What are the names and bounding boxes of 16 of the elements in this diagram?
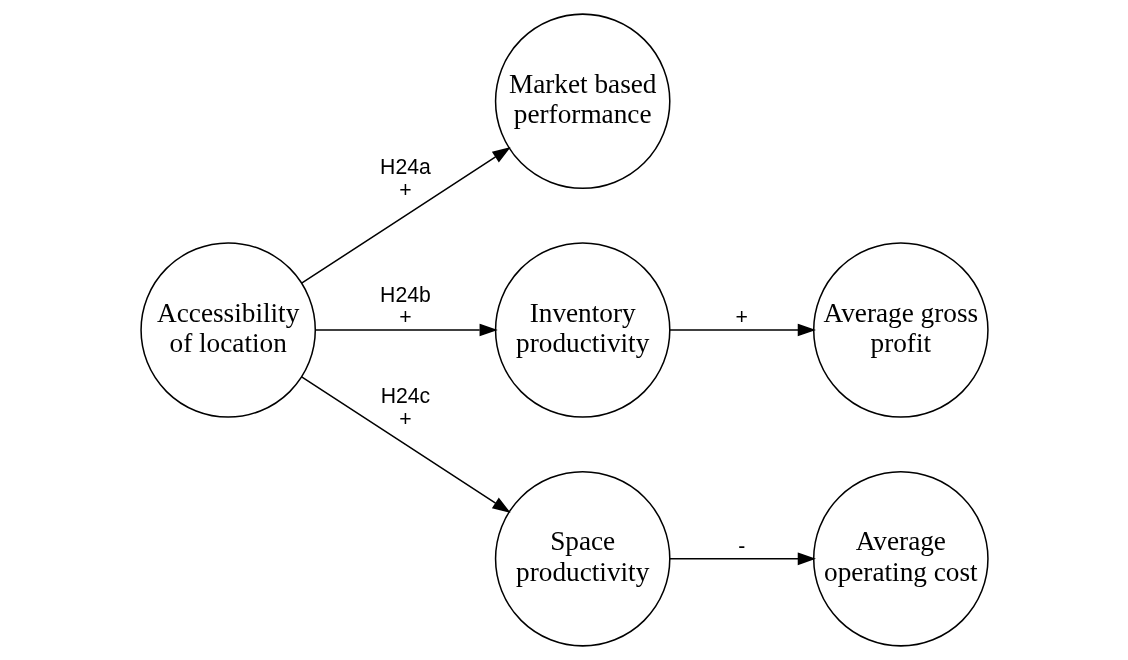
node-circle: Average gross profit	[812, 242, 989, 418]
arrow	[668, 552, 816, 566]
arrow	[300, 376, 511, 513]
edge-label: H24a +	[379, 155, 431, 201]
edge-label: +	[735, 305, 748, 329]
node-circle: Inventory productivity	[494, 242, 671, 418]
arrow	[668, 323, 816, 337]
node-circle: Space productivity	[494, 470, 671, 647]
arrow	[314, 323, 498, 337]
node-circle: Market based performance	[494, 13, 671, 190]
edge-label: H24b +	[379, 282, 431, 329]
edge-label: H24c +	[380, 384, 430, 430]
node-circle: Accessibility of location	[139, 242, 316, 418]
node-circle: Average operating cost	[812, 470, 989, 647]
arrow	[300, 147, 511, 284]
edge-label: -	[737, 534, 745, 558]
